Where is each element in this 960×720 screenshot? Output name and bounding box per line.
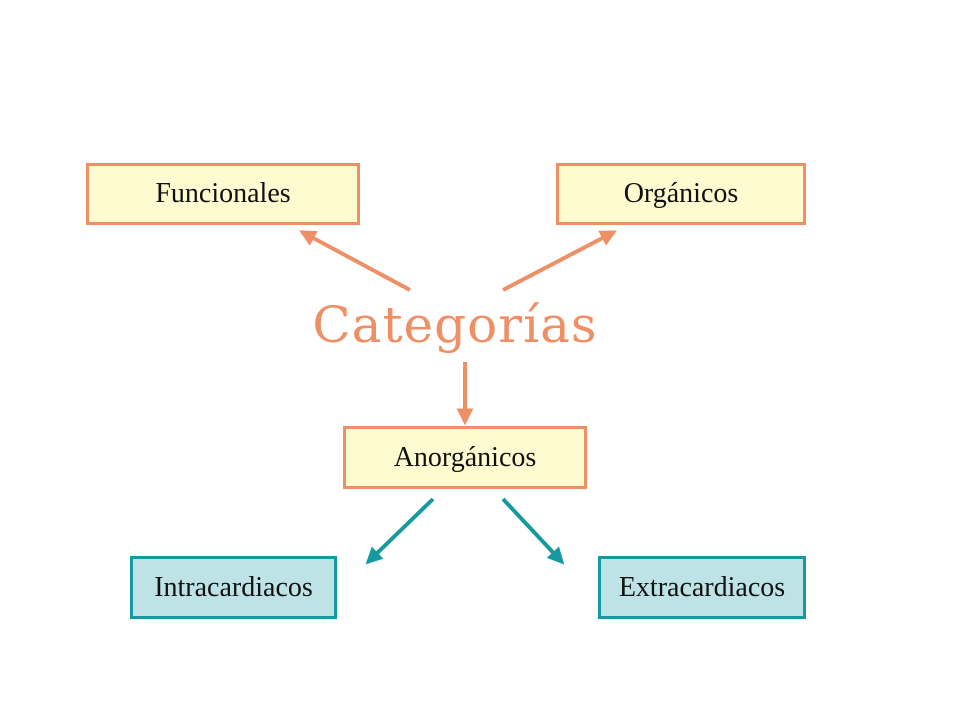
node-anorganicos: Anorgánicos — [343, 426, 587, 489]
arrow-to-organicos — [502, 230, 617, 292]
arrow-to-extracardiacos — [501, 497, 565, 565]
node-organicos-label: Orgánicos — [623, 178, 739, 209]
node-extracardiacos: Extracardiacos — [598, 556, 806, 619]
diagram-title: Categorías — [312, 296, 598, 354]
node-intracardiacos: Intracardiacos — [130, 556, 337, 619]
arrow-to-funcionales — [299, 230, 411, 292]
node-intracardiacos-label: Intracardiacos — [154, 571, 313, 603]
node-organicos: Orgánicos — [556, 163, 806, 225]
node-anorganicos-label: Anorgánicos — [393, 441, 537, 473]
node-funcionales-label: Funcionales — [155, 178, 291, 209]
arrow-to-intracardiacos — [365, 497, 435, 565]
node-funcionales: Funcionales — [86, 163, 360, 225]
node-extracardiacos-label: Extracardiacos — [618, 571, 786, 603]
